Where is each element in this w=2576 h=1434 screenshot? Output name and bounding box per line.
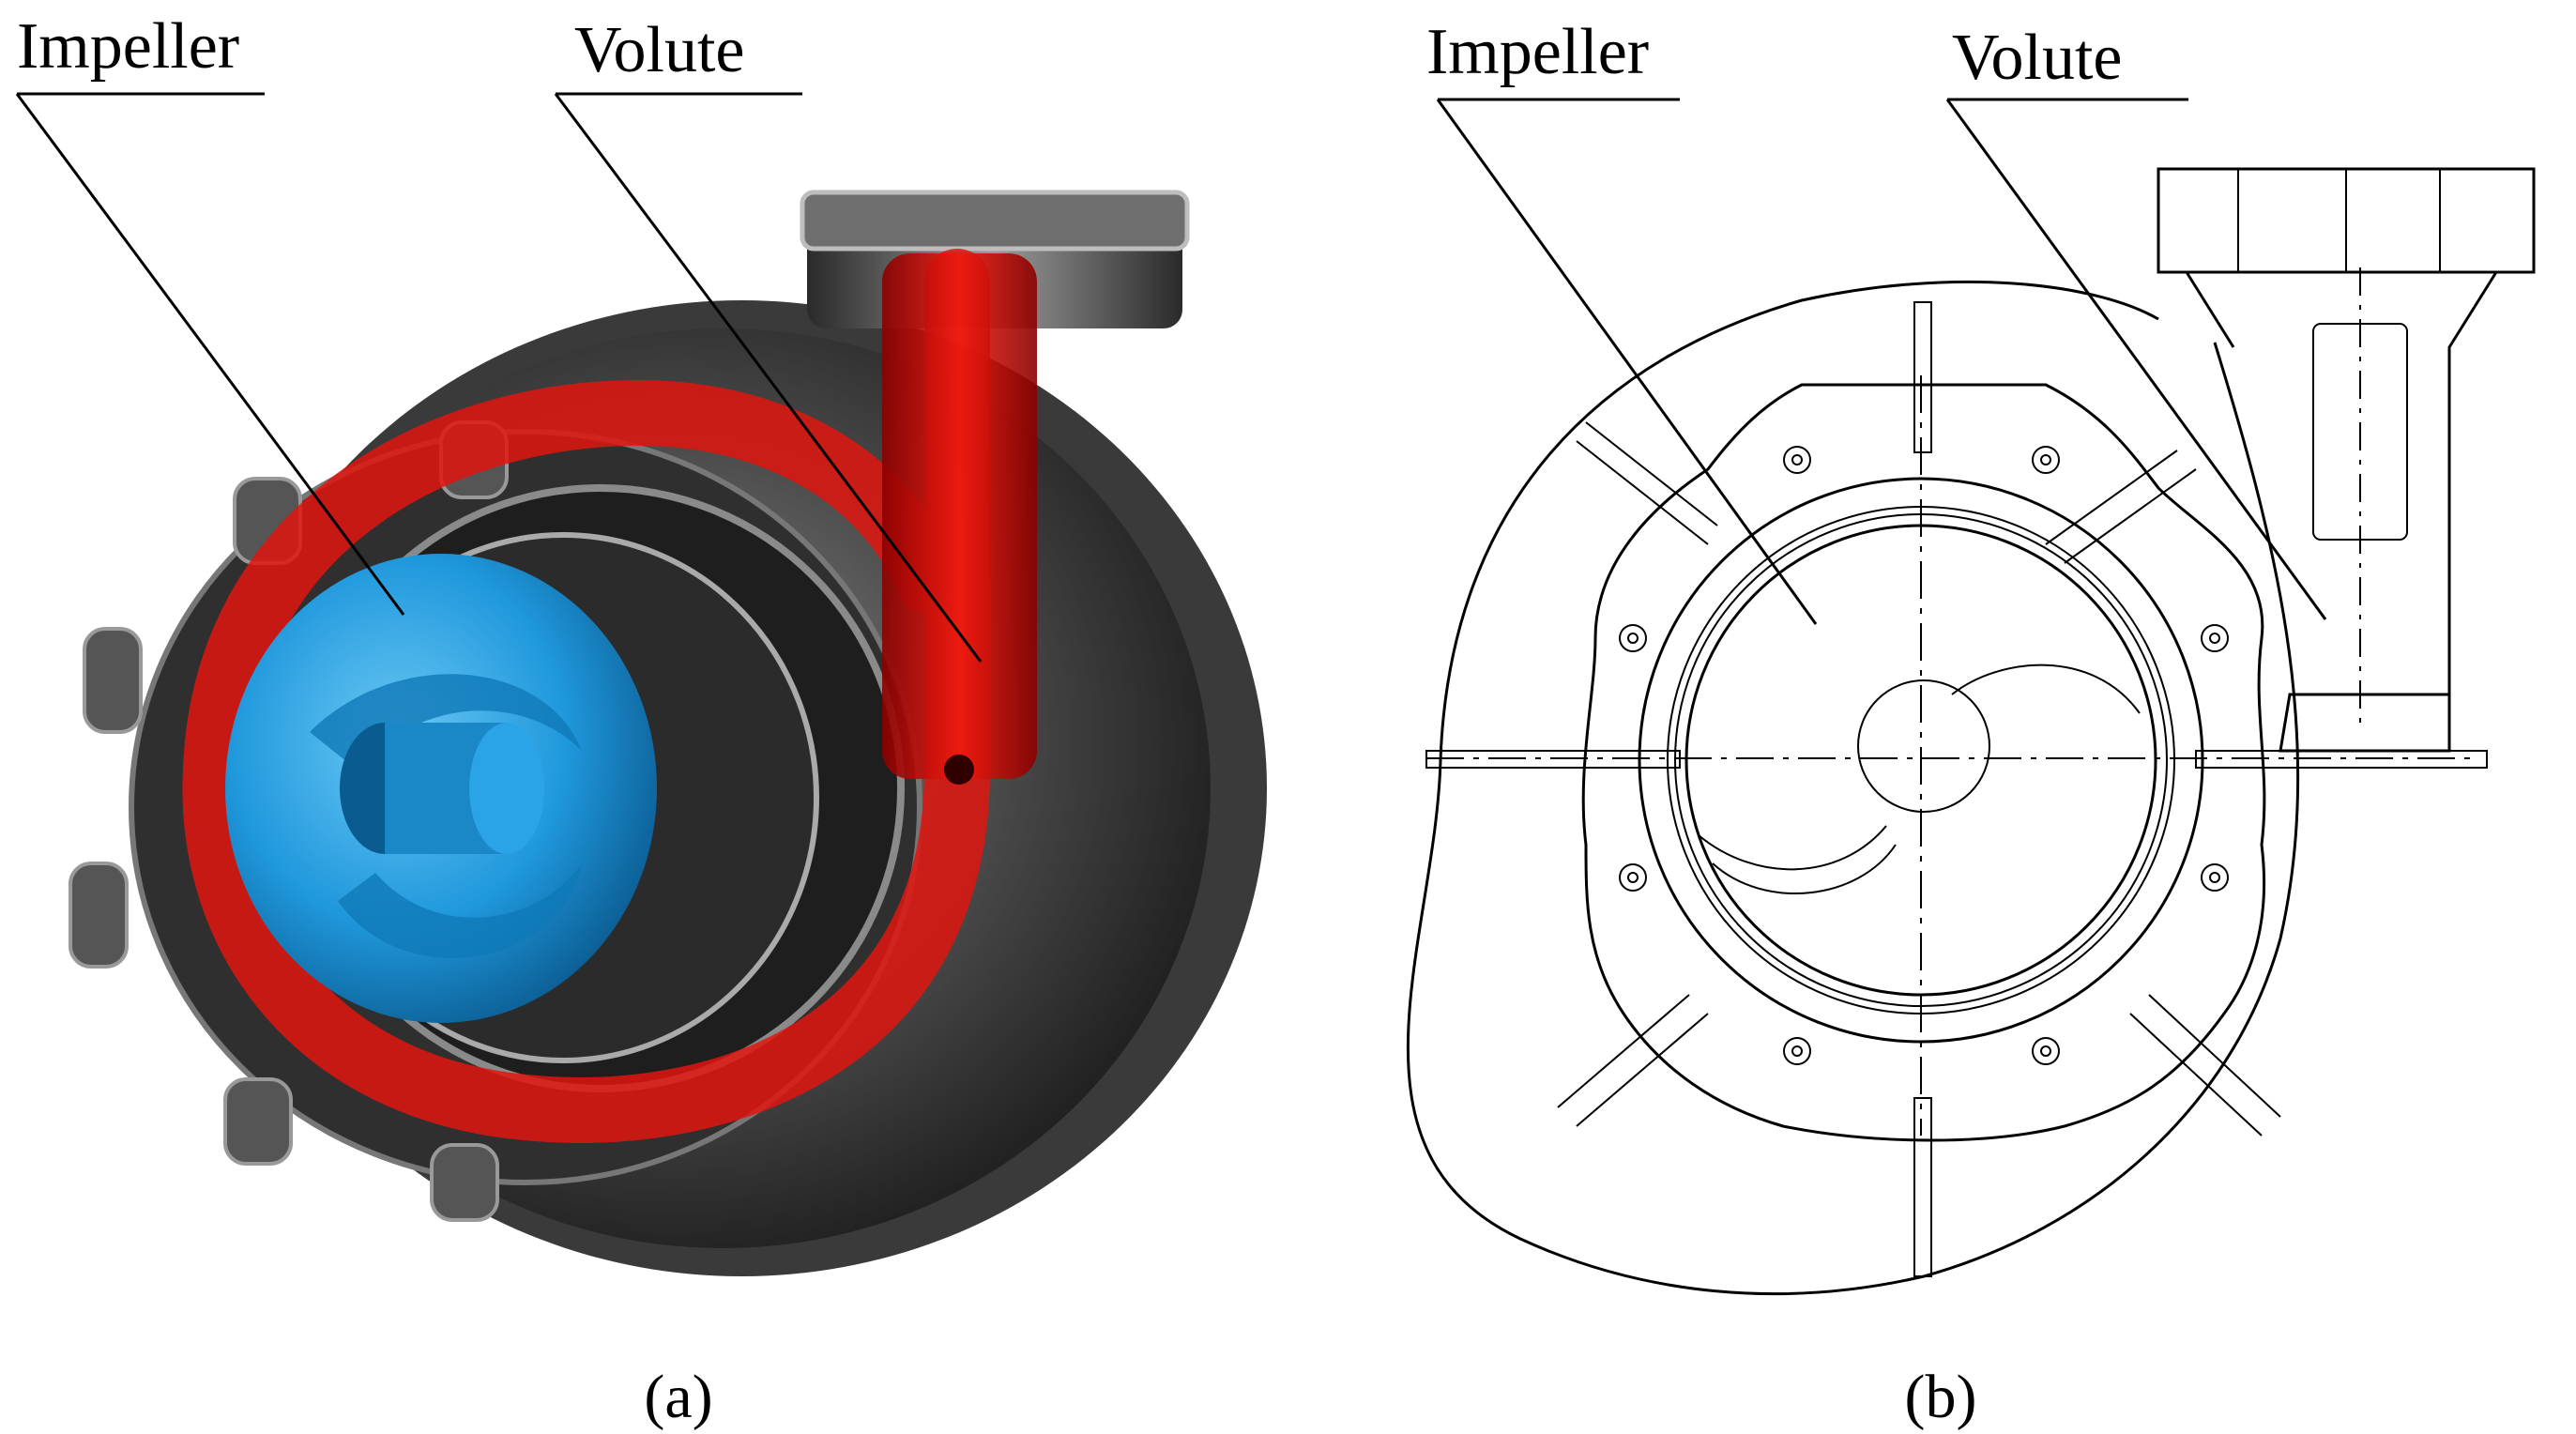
outlet-flange [800,190,1190,252]
impeller-blade [338,863,582,958]
panel-b-impeller-leader [1436,99,1818,625]
panel-a-render [69,190,1267,1276]
panel-b-caption: (b) [1905,1363,1977,1431]
panel-b-drawing [1406,167,2536,1296]
panel-b-annotations: Impeller Volute (b) [1426,16,2327,1431]
panel-a-caption: (a) [644,1363,712,1431]
impeller-blade [1951,664,2141,714]
panel-a-impeller-label: Impeller [17,10,239,83]
outlet-pipe [2185,271,2498,751]
volute-outer-contour [1406,280,2300,1296]
volute-outlet-pipe [882,253,1037,779]
impeller-blade [1712,844,1897,895]
panel-a-annotations: Impeller Volute (a) [15,10,983,1431]
panel-a-impeller-leader [15,93,405,616]
impeller-hub [1857,679,1990,813]
scalloped-flange [1581,383,2266,1142]
panel-a-volute-leader [554,93,983,663]
volute-spiral [182,249,990,1143]
panel-b-volute-leader [1945,99,2327,620]
diagonal-ribs [1557,421,2281,1137]
volute-port [944,755,974,785]
impeller-blade [1698,825,1887,871]
rib-top [1913,301,1932,453]
impeller-hub-face [469,723,544,854]
panel-a-volute-label: Volute [574,14,745,86]
panel-b-impeller-label: Impeller [1426,16,1649,88]
panel-b-volute-label: Volute [1952,22,2123,94]
bolt-holes [1619,446,2229,1065]
outlet-lip [2279,693,2451,753]
rib-bottom [1913,1097,1932,1277]
